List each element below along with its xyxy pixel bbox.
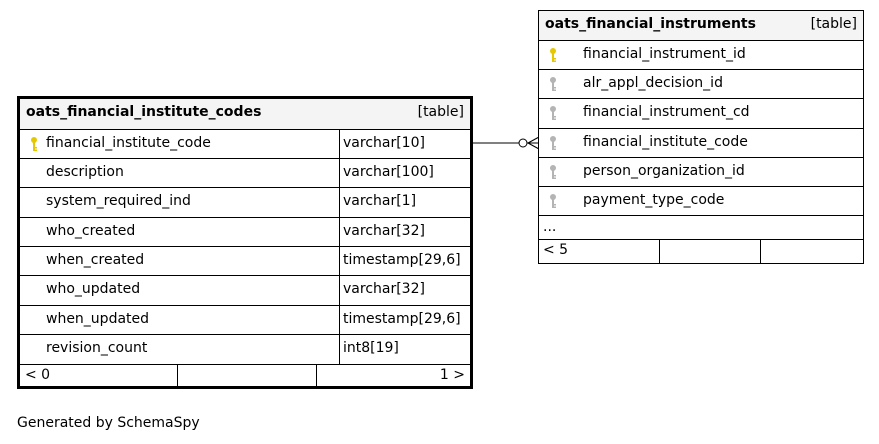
footer-divider [659,240,660,263]
column-row[interactable]: revision_count int8[19] [20,335,470,365]
footer-divider [316,365,317,386]
primary-key-icon [550,48,556,62]
crowfoot-upper [527,136,540,144]
foreign-key-icon [550,165,556,179]
column-name[interactable]: financial_institute_code [46,135,211,151]
column-row[interactable]: when_created timestamp[29,6] [20,247,470,276]
table-header[interactable]: oats_financial_institute_codes [table] [20,99,470,130]
column-type: varchar[10] [343,135,425,151]
column-row[interactable]: system_required_ind varchar[1] [20,188,470,218]
column-name[interactable]: revision_count [46,340,148,356]
column-name[interactable]: alr_appl_decision_id [583,75,723,91]
generator-credit: Generated by SchemaSpy [17,415,200,431]
column-row[interactable]: financial_institute_code [539,129,863,158]
column-row[interactable]: who_updated varchar[32] [20,276,470,306]
column-divider [339,130,340,158]
column-name[interactable]: payment_type_code [583,192,725,208]
column-row[interactable]: payment_type_code [539,187,863,216]
table-oats-financial-institute-codes[interactable]: oats_financial_institute_codes [table] f… [17,96,473,389]
column-row[interactable]: financial_instrument_cd [539,99,863,129]
table-oats-financial-instruments[interactable]: oats_financial_instruments [table] finan… [538,10,864,264]
column-divider [339,276,340,305]
column-row[interactable]: financial_instrument_id [539,41,863,70]
column-name[interactable]: when_created [46,252,145,268]
crowfoot-lower [527,142,540,150]
column-name[interactable]: financial_instrument_cd [583,104,750,120]
column-type: varchar[32] [343,281,425,297]
children-count[interactable]: 1 > [439,367,465,383]
footer-divider [760,240,761,263]
column-name[interactable]: when_updated [46,311,150,327]
table-header[interactable]: oats_financial_instruments [table] [539,11,863,41]
column-row[interactable]: who_created varchar[32] [20,218,470,247]
column-divider [339,188,340,217]
table-name[interactable]: oats_financial_institute_codes [26,104,262,120]
column-divider [339,159,340,187]
column-row[interactable]: alr_appl_decision_id [539,70,863,99]
column-type: timestamp[29,6] [343,311,461,327]
footer-divider [177,365,178,386]
more-columns-row[interactable]: ... [539,216,863,240]
column-row[interactable]: when_updated timestamp[29,6] [20,306,470,335]
foreign-key-icon [550,136,556,150]
column-type: varchar[1] [343,193,417,209]
parents-count[interactable]: < 5 [543,242,569,258]
table-name[interactable]: oats_financial_instruments [545,16,756,32]
column-name[interactable]: financial_institute_code [583,134,748,150]
column-divider [339,335,340,364]
table-footer: < 0 1 > [20,365,470,386]
primary-key-icon [31,137,37,151]
zero-cardinality-circle [518,138,528,148]
column-name[interactable]: who_created [46,223,136,239]
table-kind-label: [table] [417,104,464,120]
parents-count[interactable]: < 0 [25,367,51,383]
column-name[interactable]: system_required_ind [46,193,191,209]
more-columns-ellipsis[interactable]: ... [543,219,557,235]
column-divider [339,306,340,334]
column-row[interactable]: person_organization_id [539,158,863,187]
column-type: int8[19] [343,340,399,356]
column-divider [339,218,340,246]
column-name[interactable]: description [46,164,124,180]
table-footer: < 5 [539,240,863,263]
foreign-key-icon [550,77,556,91]
column-name[interactable]: person_organization_id [583,163,745,179]
foreign-key-icon [550,194,556,208]
column-type: timestamp[29,6] [343,252,461,268]
column-name[interactable]: financial_instrument_id [583,46,746,62]
column-name[interactable]: who_updated [46,281,141,297]
foreign-key-icon [550,106,556,120]
column-divider [339,247,340,275]
column-type: varchar[100] [343,164,434,180]
column-row[interactable]: description varchar[100] [20,159,470,188]
column-row[interactable]: financial_institute_code varchar[10] [20,130,470,159]
column-type: varchar[32] [343,223,425,239]
table-kind-label: [table] [810,16,857,32]
